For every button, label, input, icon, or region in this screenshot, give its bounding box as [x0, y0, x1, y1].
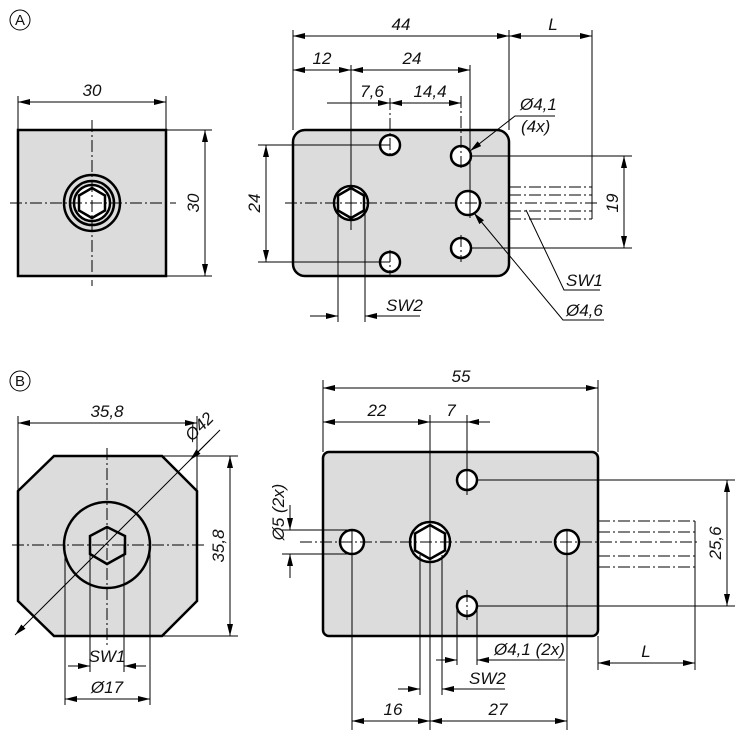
housing-block [321, 450, 600, 638]
dim-shaft-length: L [548, 15, 557, 34]
sw2-label: SW2 [469, 669, 506, 688]
dim-27: 27 [488, 700, 508, 719]
dim-7: 7 [446, 401, 456, 420]
sw1-label: SW1 [566, 271, 603, 290]
dim-16: 16 [384, 700, 403, 719]
dim-25-6: 25,6 [706, 526, 725, 561]
view-b-side: 55 22 7 Ø5 (2x) 25,6 Ø4,1 (2x) SW2 16 27… [269, 367, 735, 730]
sw2-label: SW2 [386, 296, 423, 315]
dim-12: 12 [313, 49, 332, 68]
view-a: A 30 30 44 L 12 24 7,6 14,4 24 19 Ø4,1 (… [9, 9, 632, 322]
dim-14-4: 14,4 [413, 82, 446, 101]
hex-socket-icon [77, 186, 107, 220]
dim-length: 55 [452, 367, 471, 386]
hole-label: Ø4,1 (2x) [493, 640, 565, 659]
view-b-front: Ø42 35,8 35,8 SW1 Ø17 [12, 402, 238, 705]
sw1-label: SW1 [89, 647, 126, 666]
dim-height: 24 [245, 194, 264, 214]
dim-width: 35,8 [90, 402, 124, 421]
dim-22: 22 [367, 401, 387, 420]
dim-length: 44 [392, 15, 411, 34]
view-b: B Ø42 35,8 35,8 SW1 Ø17 55 22 7 Ø5 (2x) … [9, 367, 735, 730]
dim-24: 24 [402, 49, 422, 68]
marker-label: B [15, 373, 25, 390]
side-hole-label: Ø5 (2x) [269, 484, 288, 542]
hole-count: (4x) [521, 117, 550, 136]
view-b-marker: B [9, 370, 31, 392]
dim-bore: Ø17 [90, 678, 124, 697]
dim-19: 19 [603, 193, 622, 212]
view-a-front: 30 30 [10, 81, 212, 286]
marker-label: A [15, 12, 25, 29]
dim-height: 30 [184, 193, 203, 212]
dim-7-6: 7,6 [360, 82, 384, 101]
view-a-side: 44 L 12 24 7,6 14,4 24 19 Ø4,1 (4x) SW1 … [245, 15, 632, 322]
dim-width: 30 [83, 81, 102, 100]
dim-diagonal: Ø42 [181, 408, 218, 445]
dim-shaft-length: L [641, 642, 650, 661]
center-hole-label: Ø4,6 [565, 301, 603, 320]
dim-height: 35,8 [209, 529, 228, 563]
view-a-marker: A [9, 9, 31, 31]
hole-label: Ø4,1 [519, 95, 557, 114]
